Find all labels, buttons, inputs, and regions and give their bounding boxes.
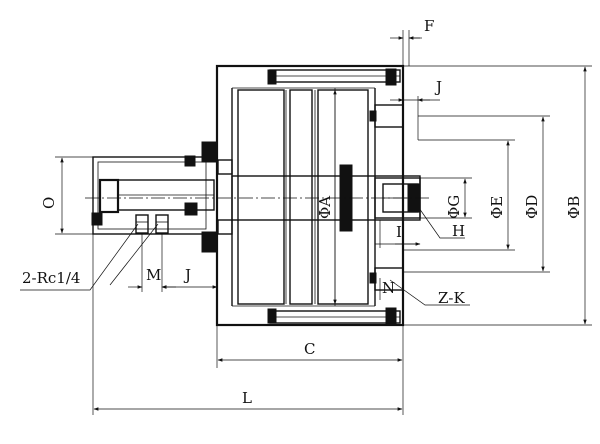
- label-m: M: [146, 266, 161, 284]
- dimension-i: I: [375, 220, 421, 248]
- dimension-phi-b: ΦB: [403, 65, 592, 326]
- label-phi-e: ΦE: [488, 196, 506, 219]
- label-n: N: [382, 279, 395, 297]
- leader-h: H: [411, 197, 465, 240]
- label-phi-b: ΦB: [565, 196, 583, 219]
- label-h: H: [452, 222, 465, 240]
- rotary-joint: [91, 141, 233, 253]
- dimension-m-j: M J: [128, 233, 218, 292]
- dimension-f: F: [390, 17, 434, 66]
- dimension-l: L: [92, 234, 403, 415]
- label-z-k: Z-K: [438, 289, 465, 307]
- label-j-bottom: J: [183, 266, 191, 284]
- label-phi-d: ΦD: [523, 195, 541, 219]
- dimension-phi-d: ΦD: [403, 115, 550, 273]
- label-l: L: [242, 389, 252, 407]
- label-phi-a: ΦA: [316, 196, 334, 219]
- dimension-phi-e: ΦE: [403, 139, 515, 251]
- leader-rc: 2-Rc1/4: [20, 223, 159, 291]
- dimension-o: O: [40, 156, 93, 235]
- dimension-j-top: J: [390, 78, 442, 140]
- leader-z-k: Z-K: [389, 279, 470, 307]
- label-i: I: [396, 223, 402, 241]
- label-phi-g: ΦG: [445, 195, 463, 219]
- dimension-c: C: [216, 325, 404, 415]
- label-f: F: [424, 17, 434, 35]
- label-o: O: [40, 197, 58, 209]
- label-c: C: [304, 340, 315, 358]
- dimension-phi-a: ΦA: [316, 88, 337, 306]
- label-j-top: J: [434, 78, 442, 96]
- dimension-phi-g: ΦG: [420, 177, 472, 219]
- main-housing: [215, 64, 405, 327]
- label-rc: 2-Rc1/4: [22, 269, 80, 287]
